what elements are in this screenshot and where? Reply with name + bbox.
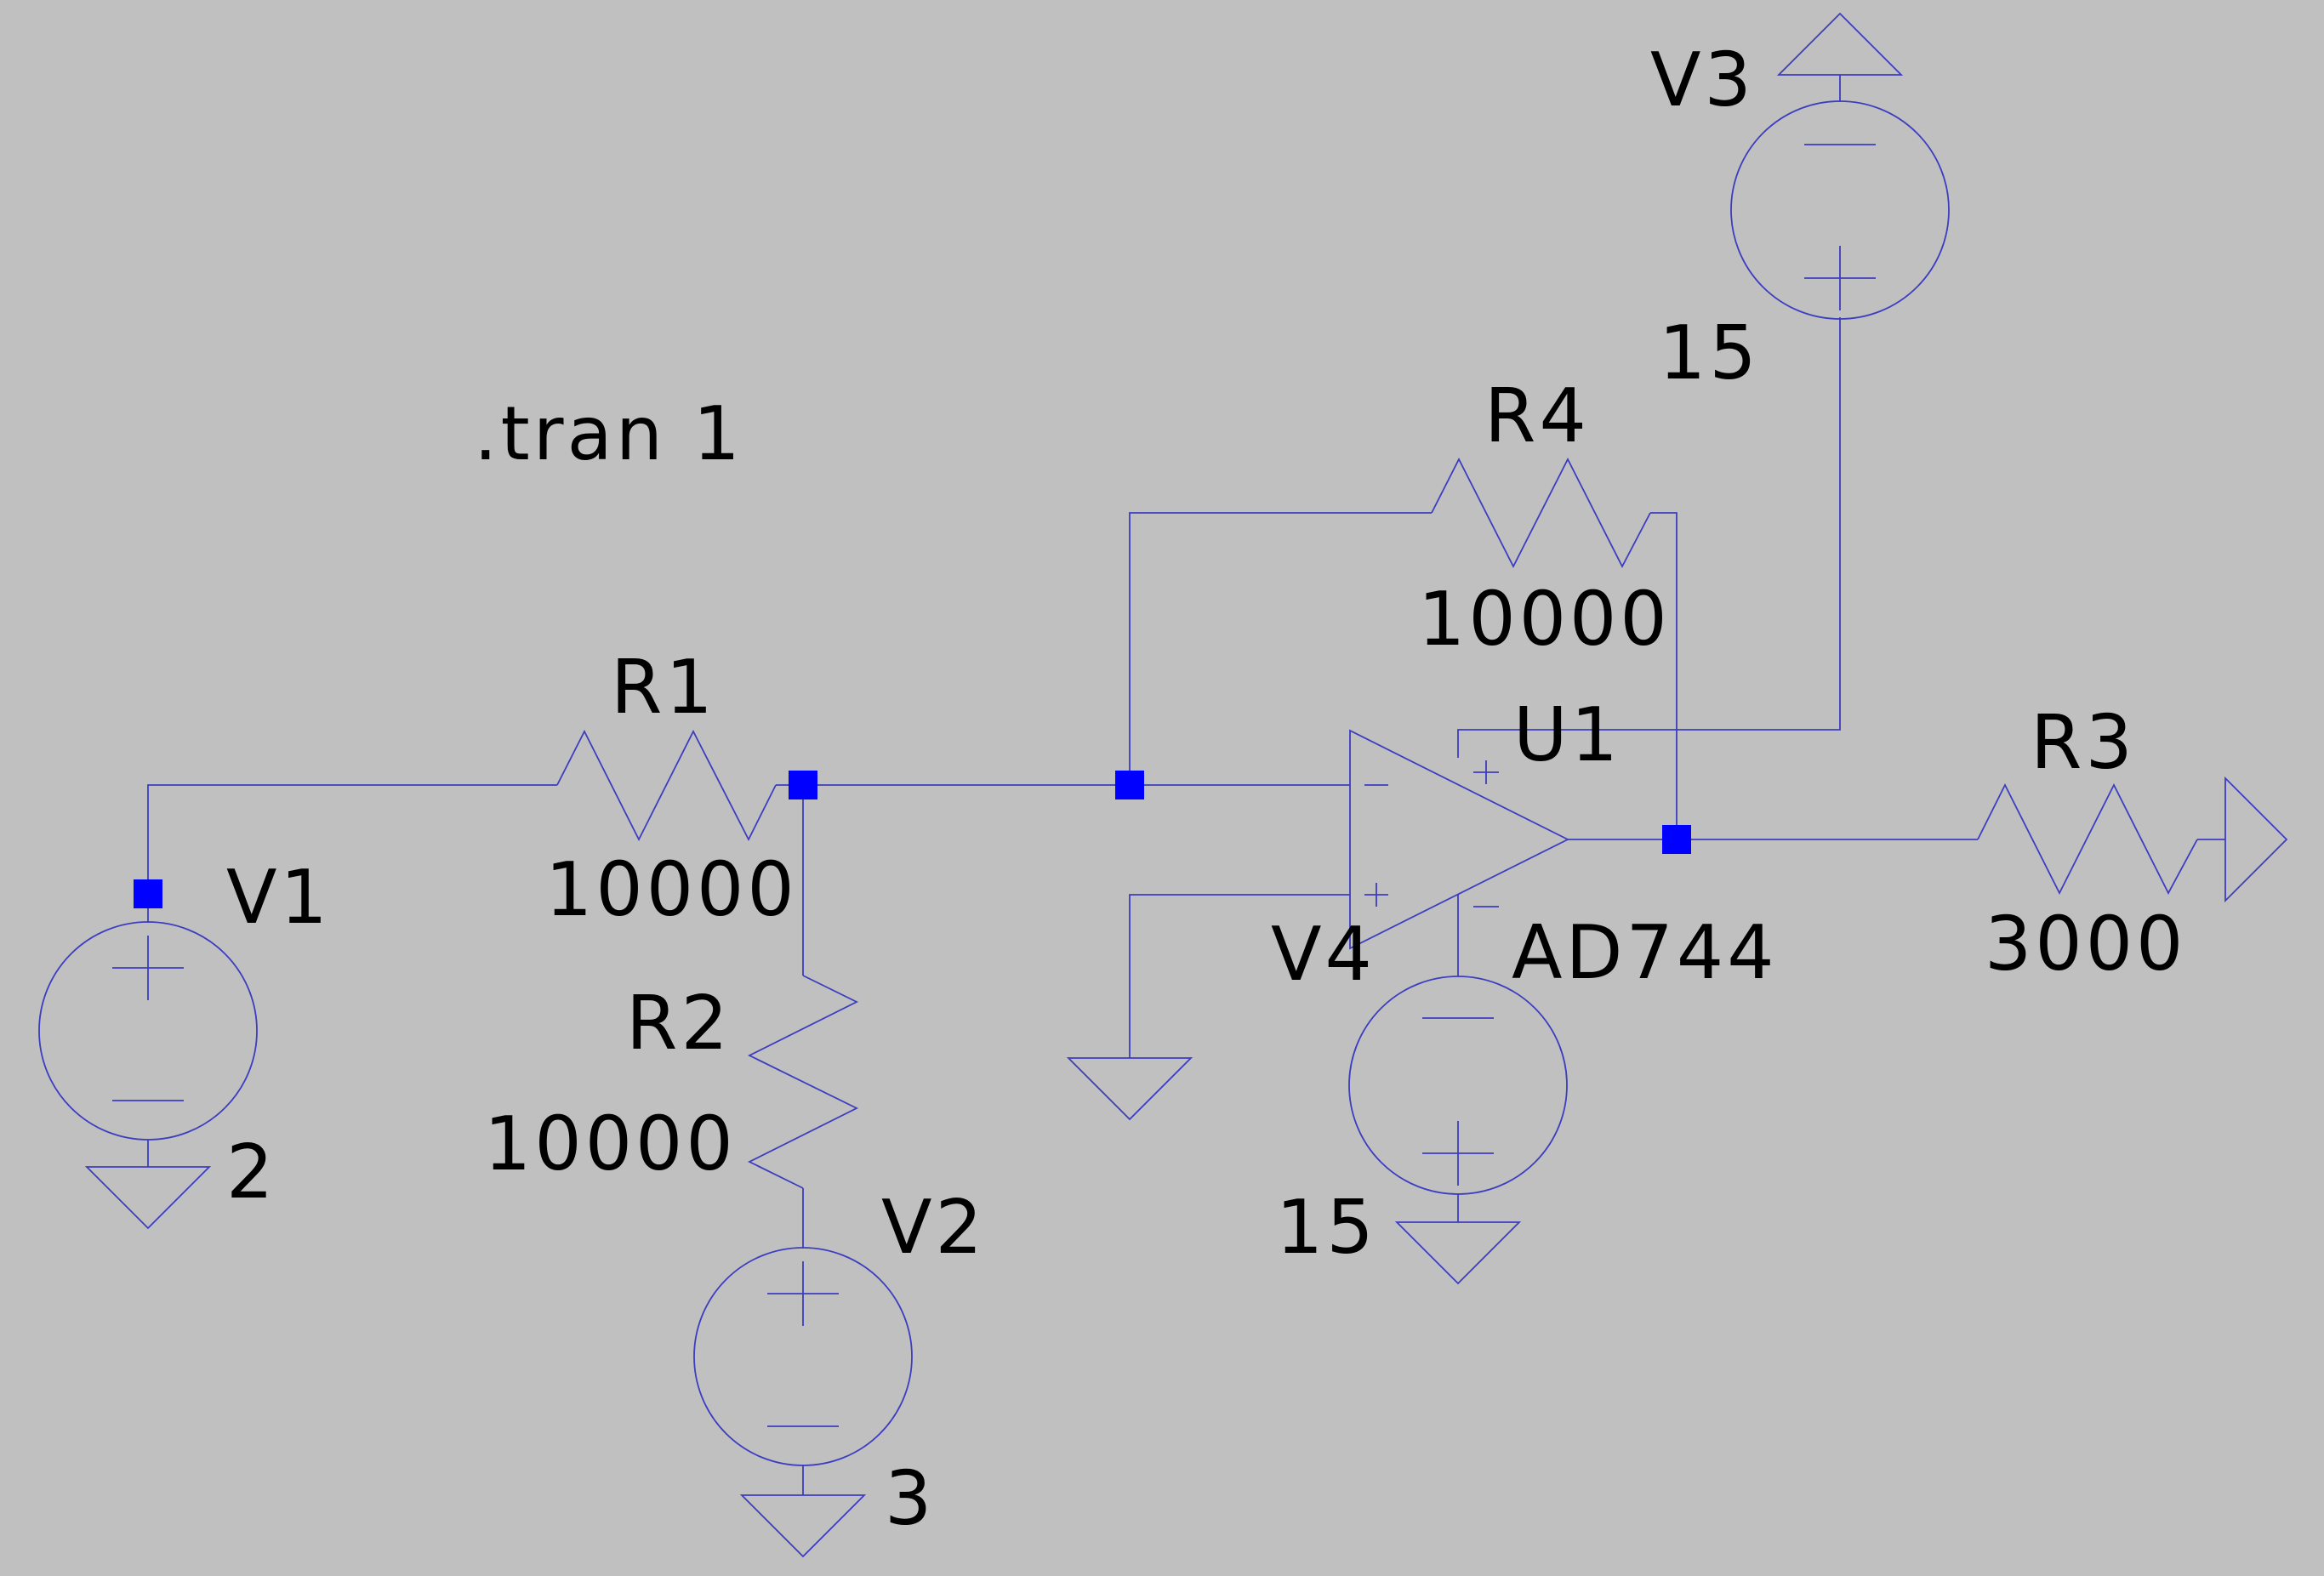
source-v1[interactable]	[38, 921, 258, 1141]
label-u1-name: U1	[1513, 691, 1621, 778]
resistor-r2[interactable]	[747, 975, 859, 1189]
spice-directive[interactable]: .tran 1	[474, 390, 743, 477]
wire-v1-r1[interactable]	[147, 784, 557, 923]
wire-vplus-v3[interactable]	[1457, 317, 1841, 758]
label-v4-value: 15	[1276, 1184, 1377, 1271]
label-r4-value: 10000	[1418, 576, 1671, 663]
label-v2-name: V2	[881, 1184, 986, 1271]
label-r4-name: R4	[1484, 373, 1590, 459]
junction-node-output[interactable]	[1662, 825, 1691, 854]
source-v3[interactable]	[1730, 100, 1950, 320]
label-r1-value: 10000	[545, 846, 798, 933]
source-v4[interactable]	[1348, 976, 1568, 1195]
ground-symbol-v4	[1394, 1221, 1522, 1285]
label-v4-name: V4	[1271, 911, 1376, 998]
wires	[147, 75, 2225, 1495]
junction-node-feedback[interactable]	[1115, 771, 1144, 799]
ground-symbol-v2	[739, 1494, 867, 1558]
label-r2-name: R2	[626, 980, 732, 1067]
label-v1-value: 2	[226, 1129, 276, 1215]
junction-node-v1[interactable]	[134, 879, 162, 908]
label-v2-value: 3	[885, 1455, 935, 1542]
wire-noninv-gnd[interactable]	[1129, 894, 1350, 1058]
label-r3-value: 3000	[1985, 901, 2186, 987]
source-v2[interactable]	[693, 1247, 913, 1466]
label-r3-name: R3	[2031, 699, 2136, 786]
resistor-r4[interactable]	[1431, 458, 1651, 568]
label-r2-value: 10000	[484, 1101, 737, 1187]
label-v3-value: 15	[1659, 310, 1760, 396]
wire-feedback-left[interactable]	[1129, 512, 1432, 785]
label-u1-value: AD744	[1512, 909, 1778, 996]
ground-symbol-noninv	[1066, 1057, 1193, 1121]
ground-symbol-v1	[84, 1166, 212, 1230]
label-v1-name: V1	[226, 854, 331, 941]
ground-symbol-v3	[1776, 12, 1904, 76]
label-r1-name: R1	[611, 644, 716, 731]
wire-feedback-right[interactable]	[1650, 512, 1677, 839]
opamp-u1[interactable]	[1349, 729, 1570, 950]
resistor-r1[interactable]	[556, 730, 777, 841]
resistor-r3[interactable]	[1977, 782, 2198, 895]
ground-symbol-r3	[2224, 776, 2288, 903]
junction-node-r1-r2[interactable]	[789, 771, 817, 799]
label-v3-name: V3	[1650, 37, 1755, 123]
